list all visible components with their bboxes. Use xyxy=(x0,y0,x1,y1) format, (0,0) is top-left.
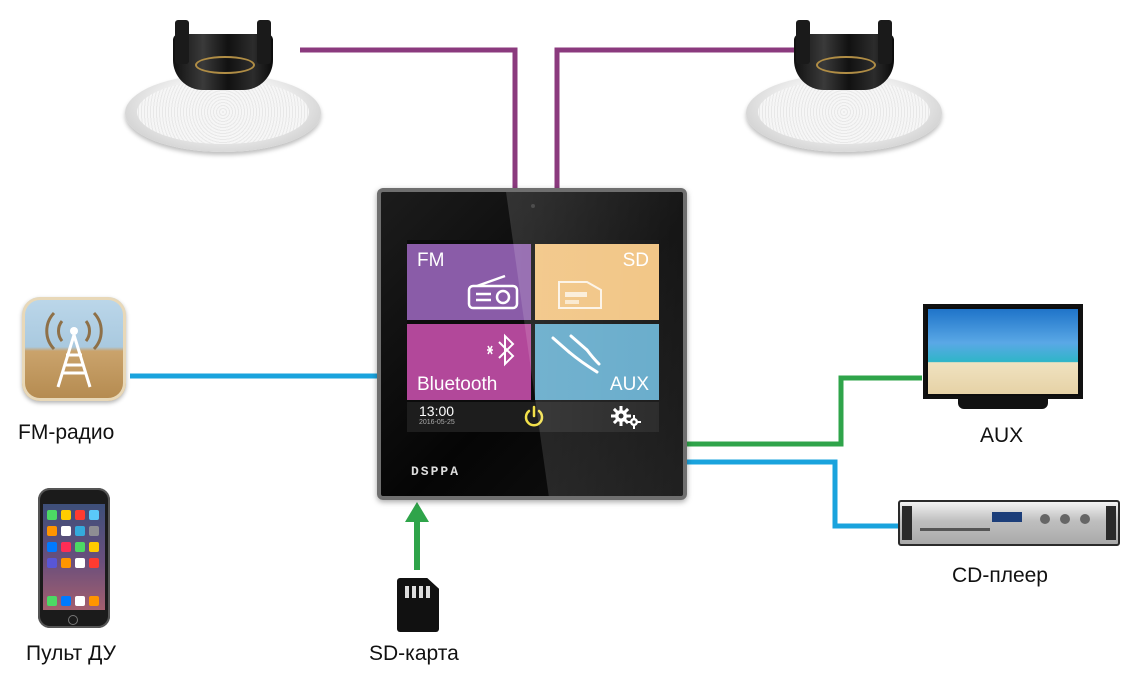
aux-tile[interactable]: AUX xyxy=(535,324,659,400)
tv-beach-image xyxy=(928,309,1078,394)
cd-player-wire xyxy=(686,459,898,529)
sd-card-icon xyxy=(397,578,439,632)
home-button xyxy=(68,615,78,625)
clock-date: 2016-05-25 xyxy=(419,419,455,426)
speaker-left-wire xyxy=(300,47,518,190)
cd-player-label: CD-плеер xyxy=(952,564,1048,587)
brand-logo: DSPPA xyxy=(411,464,461,479)
bluetooth-tile-label: Bluetooth xyxy=(417,374,498,395)
micro-sd-icon xyxy=(558,281,602,309)
bluetooth-tile[interactable]: Bluetooth xyxy=(407,324,531,400)
fm-tile[interactable]: FM xyxy=(407,244,531,320)
tv-display xyxy=(923,304,1083,399)
ceiling-speaker-right xyxy=(746,16,946,156)
settings-icon[interactable] xyxy=(610,405,642,429)
sd-tile-label: SD xyxy=(622,250,649,271)
cd-slot xyxy=(920,528,990,531)
sd-tile[interactable]: SD xyxy=(535,244,659,320)
radio-icon xyxy=(467,274,519,310)
aux-wire xyxy=(686,375,922,447)
wall-audio-panel: FM SD xyxy=(377,188,687,500)
fm-radio-label: FM-радио xyxy=(18,421,115,444)
fm-tile-label: FM xyxy=(417,250,445,271)
ceiling-speaker-left xyxy=(125,16,325,156)
aux-label: AUX xyxy=(980,424,1024,447)
cd-player-device xyxy=(898,500,1120,546)
sd-card-label: SD-карта xyxy=(369,642,459,665)
fm-radio-app-icon xyxy=(22,297,126,401)
phone-screen xyxy=(43,504,105,610)
tv-stand xyxy=(958,399,1048,409)
bluetooth-icon xyxy=(487,333,515,367)
clock-time: 13:00 xyxy=(419,403,455,419)
aux-tile-label: AUX xyxy=(609,374,649,395)
status-bar: 13:00 2016-05-25 xyxy=(407,402,659,432)
radio-tower-icon xyxy=(45,311,103,388)
panel-sensor xyxy=(531,204,535,208)
sd-card-arrow xyxy=(405,502,429,570)
cd-display xyxy=(992,512,1022,522)
remote-label: Пульт ДУ xyxy=(26,642,116,665)
touch-screen: FM SD xyxy=(407,240,659,432)
cables-icon xyxy=(551,334,601,374)
smartphone xyxy=(38,488,110,628)
speaker-right-wire xyxy=(554,47,794,190)
power-icon[interactable] xyxy=(522,405,546,429)
